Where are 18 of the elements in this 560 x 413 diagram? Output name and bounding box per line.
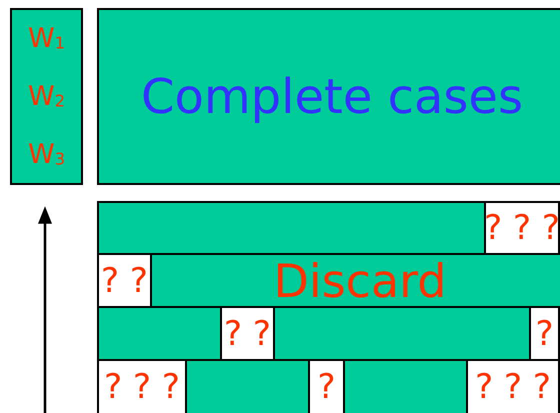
missing-mark: ? ? ? (104, 370, 180, 404)
missing-value-cell (484, 201, 560, 255)
missing-mark: ? ? ? (484, 211, 560, 245)
data-block (273, 306, 531, 361)
block-label: Discard (274, 258, 446, 304)
missing-mark: ? (317, 370, 336, 404)
data-block (185, 359, 310, 413)
missing-mark: ? (535, 316, 554, 350)
block-label: Complete cases (141, 72, 523, 120)
data-block (343, 359, 468, 413)
missing-mark: ? ? ? (475, 370, 551, 404)
missing-mark: ? ? (101, 264, 148, 298)
data-block (10, 8, 83, 185)
data-block (97, 306, 222, 361)
data-block (97, 201, 486, 255)
data-block (97, 8, 560, 185)
missing-mark: ? ? (224, 316, 271, 350)
data-block (150, 253, 560, 308)
